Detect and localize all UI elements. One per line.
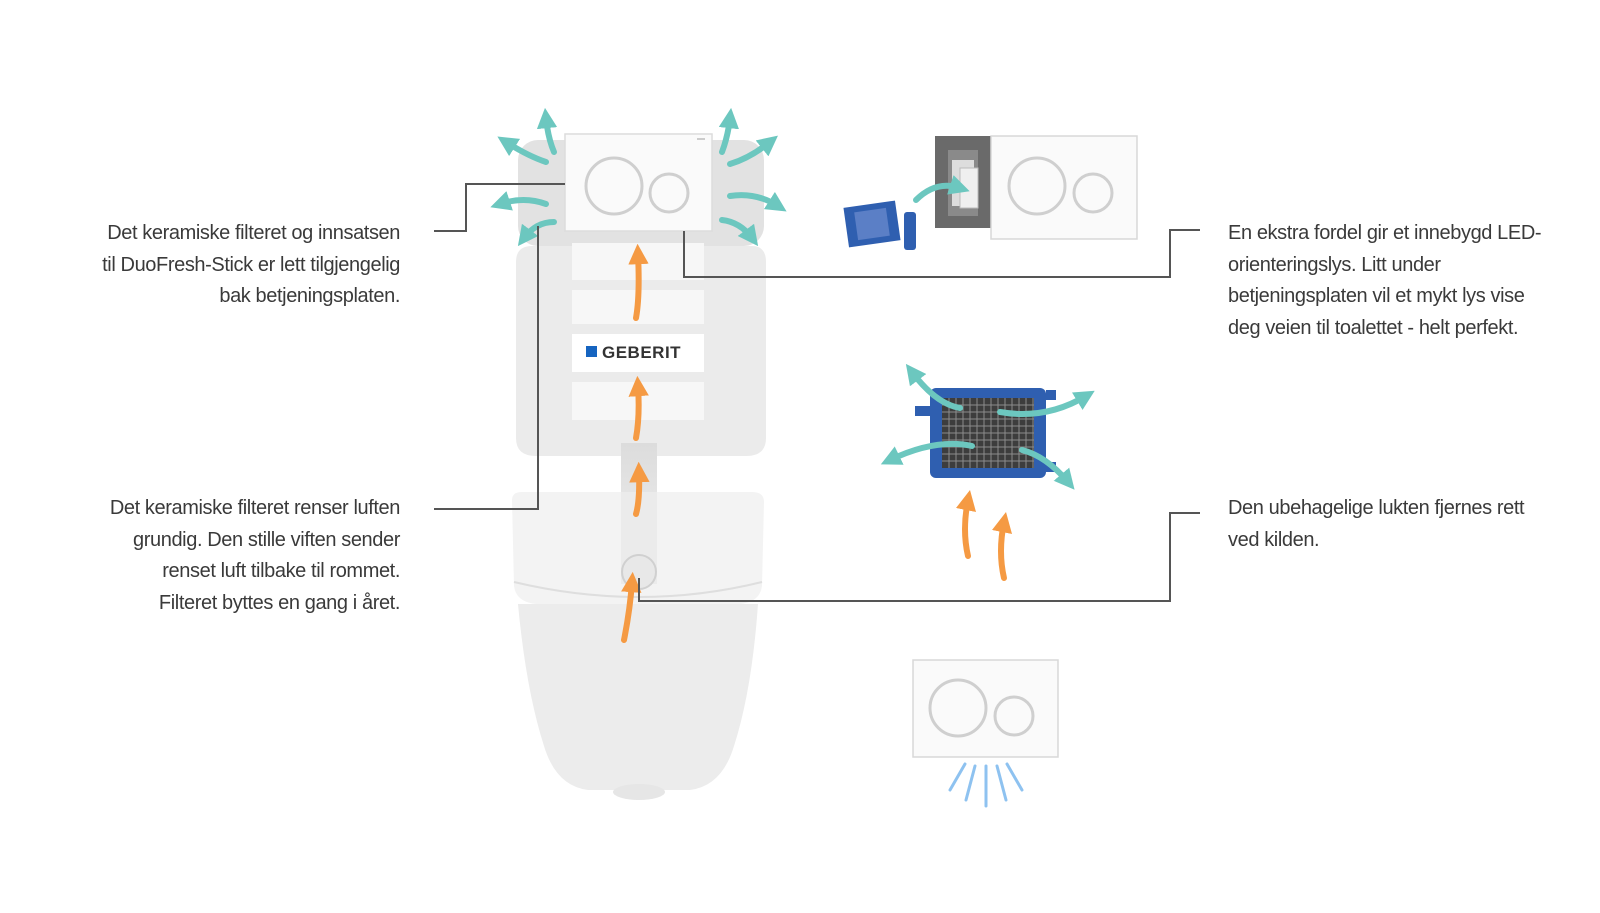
brand-name: GEBERIT — [602, 343, 681, 362]
toilet-bowl — [518, 604, 758, 790]
orange-arrow — [955, 489, 977, 559]
teal-arrow — [905, 363, 963, 411]
airflow-in-arrows — [621, 243, 650, 643]
flush-button-small — [1072, 172, 1114, 214]
teal-arrow — [490, 191, 549, 211]
teal-arrow — [913, 175, 970, 203]
airflow-out-arrows-top — [490, 107, 787, 247]
geberit-logo: GEBERIT — [586, 343, 681, 362]
flush-button-large — [1007, 156, 1067, 216]
callout-filter-access: Det keramiske filteret og innsatsen til … — [102, 222, 400, 307]
callout-lines — [434, 183, 1200, 602]
teal-arrow — [727, 135, 778, 167]
orange-arrow — [629, 461, 650, 517]
teal-arrow — [880, 440, 975, 465]
line-led-light — [683, 229, 1200, 278]
teal-arrow — [536, 107, 558, 155]
callout-led-light: En ekstra fordel gir et innebygd LED-ori… — [1228, 222, 1542, 339]
led-light-rays — [948, 762, 1024, 808]
teal-arrow — [727, 191, 787, 212]
led-light-illustration — [912, 659, 1059, 808]
orange-arrow — [628, 243, 649, 321]
teal-arrow — [718, 107, 740, 155]
flush-button-small — [648, 172, 690, 214]
flush-button-large — [928, 678, 988, 738]
line-odor-removed — [638, 512, 1200, 602]
flush-plate — [564, 133, 713, 232]
teal-arrow — [997, 390, 1095, 417]
callout-odor-removed: Den ubehagelige lukten fjernes rett ved … — [1228, 497, 1525, 551]
line-filter-access — [434, 183, 565, 232]
logo-square — [586, 346, 597, 357]
teal-arrow — [1019, 447, 1075, 490]
line-filter-clean — [434, 226, 539, 510]
toilet-assembly — [512, 133, 766, 800]
orange-arrow — [991, 511, 1013, 581]
module-insertion-illustration — [843, 135, 1138, 250]
filter-module-illustration — [880, 363, 1095, 581]
teal-arrow — [719, 217, 759, 247]
flush-button-small — [993, 695, 1035, 737]
orange-arrow — [628, 375, 649, 441]
flush-button-large — [584, 156, 644, 216]
duofresh-stick — [904, 212, 916, 250]
orange-arrow — [621, 571, 642, 643]
teal-arrow — [497, 136, 549, 165]
callout-filter-clean: Det keramiske filteret renser luften gru… — [109, 497, 401, 614]
